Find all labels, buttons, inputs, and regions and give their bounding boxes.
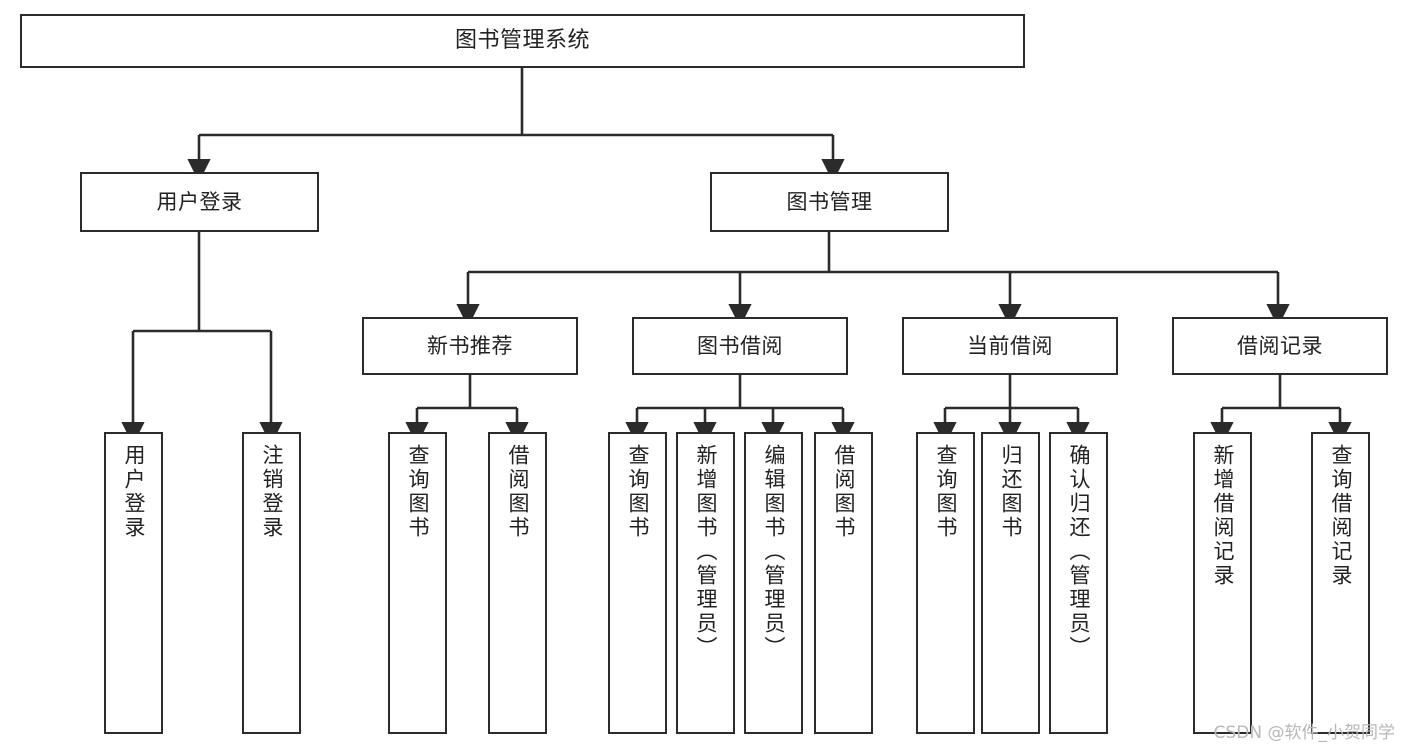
- leaf-book-borrow-lend[interactable]: 借阅图书: [814, 432, 873, 734]
- leaf-book-borrow-query[interactable]: 查询图书: [608, 432, 667, 734]
- node-label: 新增图书（管理员）: [694, 444, 718, 660]
- node-label: 注销登录: [260, 444, 284, 540]
- node-label: 编辑图书（管理员）: [762, 444, 786, 660]
- leaf-new-book-query[interactable]: 查询图书: [388, 432, 447, 734]
- node-borrow-record[interactable]: 借阅记录: [1172, 317, 1388, 375]
- leaf-new-book-borrow[interactable]: 借阅图书: [488, 432, 547, 734]
- node-label: 借阅图书: [832, 444, 856, 540]
- leaf-book-borrow-add[interactable]: 新增图书（管理员）: [676, 432, 735, 734]
- node-label: 图书借阅: [697, 333, 783, 358]
- node-label: 查询图书: [934, 444, 958, 540]
- leaf-current-borrow-confirm-return[interactable]: 确认归还（管理员）: [1049, 432, 1108, 734]
- node-label: 借阅记录: [1237, 333, 1323, 358]
- node-label: 新增借阅记录: [1211, 444, 1235, 588]
- node-label: 图书管理系统: [454, 28, 590, 54]
- node-current-borrow[interactable]: 当前借阅: [902, 317, 1118, 375]
- node-label: 归还图书: [999, 444, 1023, 540]
- node-label: 用户登录: [122, 444, 146, 540]
- leaf-current-borrow-return[interactable]: 归还图书: [981, 432, 1040, 734]
- leaf-user-login-signin[interactable]: 用户登录: [104, 432, 163, 734]
- csdn-watermark: CSDN @软件_小贺同学: [1213, 723, 1395, 743]
- node-label: 确认归还（管理员）: [1067, 444, 1091, 660]
- node-new-book-recommend[interactable]: 新书推荐: [362, 317, 578, 375]
- leaf-borrow-record-query[interactable]: 查询借阅记录: [1311, 432, 1370, 734]
- node-label: 当前借阅: [967, 333, 1053, 358]
- node-book-management-system[interactable]: 图书管理系统: [20, 14, 1025, 68]
- node-label: 用户登录: [156, 189, 243, 214]
- node-label: 图书管理: [786, 189, 873, 214]
- node-user-login[interactable]: 用户登录: [80, 172, 319, 232]
- leaf-user-login-logout[interactable]: 注销登录: [242, 432, 301, 734]
- leaf-book-borrow-edit[interactable]: 编辑图书（管理员）: [744, 432, 803, 734]
- node-book-borrow[interactable]: 图书借阅: [632, 317, 848, 375]
- node-label: 查询图书: [406, 444, 430, 540]
- node-label: 查询图书: [626, 444, 650, 540]
- node-label: 新书推荐: [427, 333, 513, 358]
- node-label: 借阅图书: [506, 444, 530, 540]
- leaf-current-borrow-query[interactable]: 查询图书: [916, 432, 975, 734]
- node-book-management[interactable]: 图书管理: [710, 172, 949, 232]
- node-label: 查询借阅记录: [1329, 444, 1353, 588]
- leaf-borrow-record-add[interactable]: 新增借阅记录: [1193, 432, 1252, 734]
